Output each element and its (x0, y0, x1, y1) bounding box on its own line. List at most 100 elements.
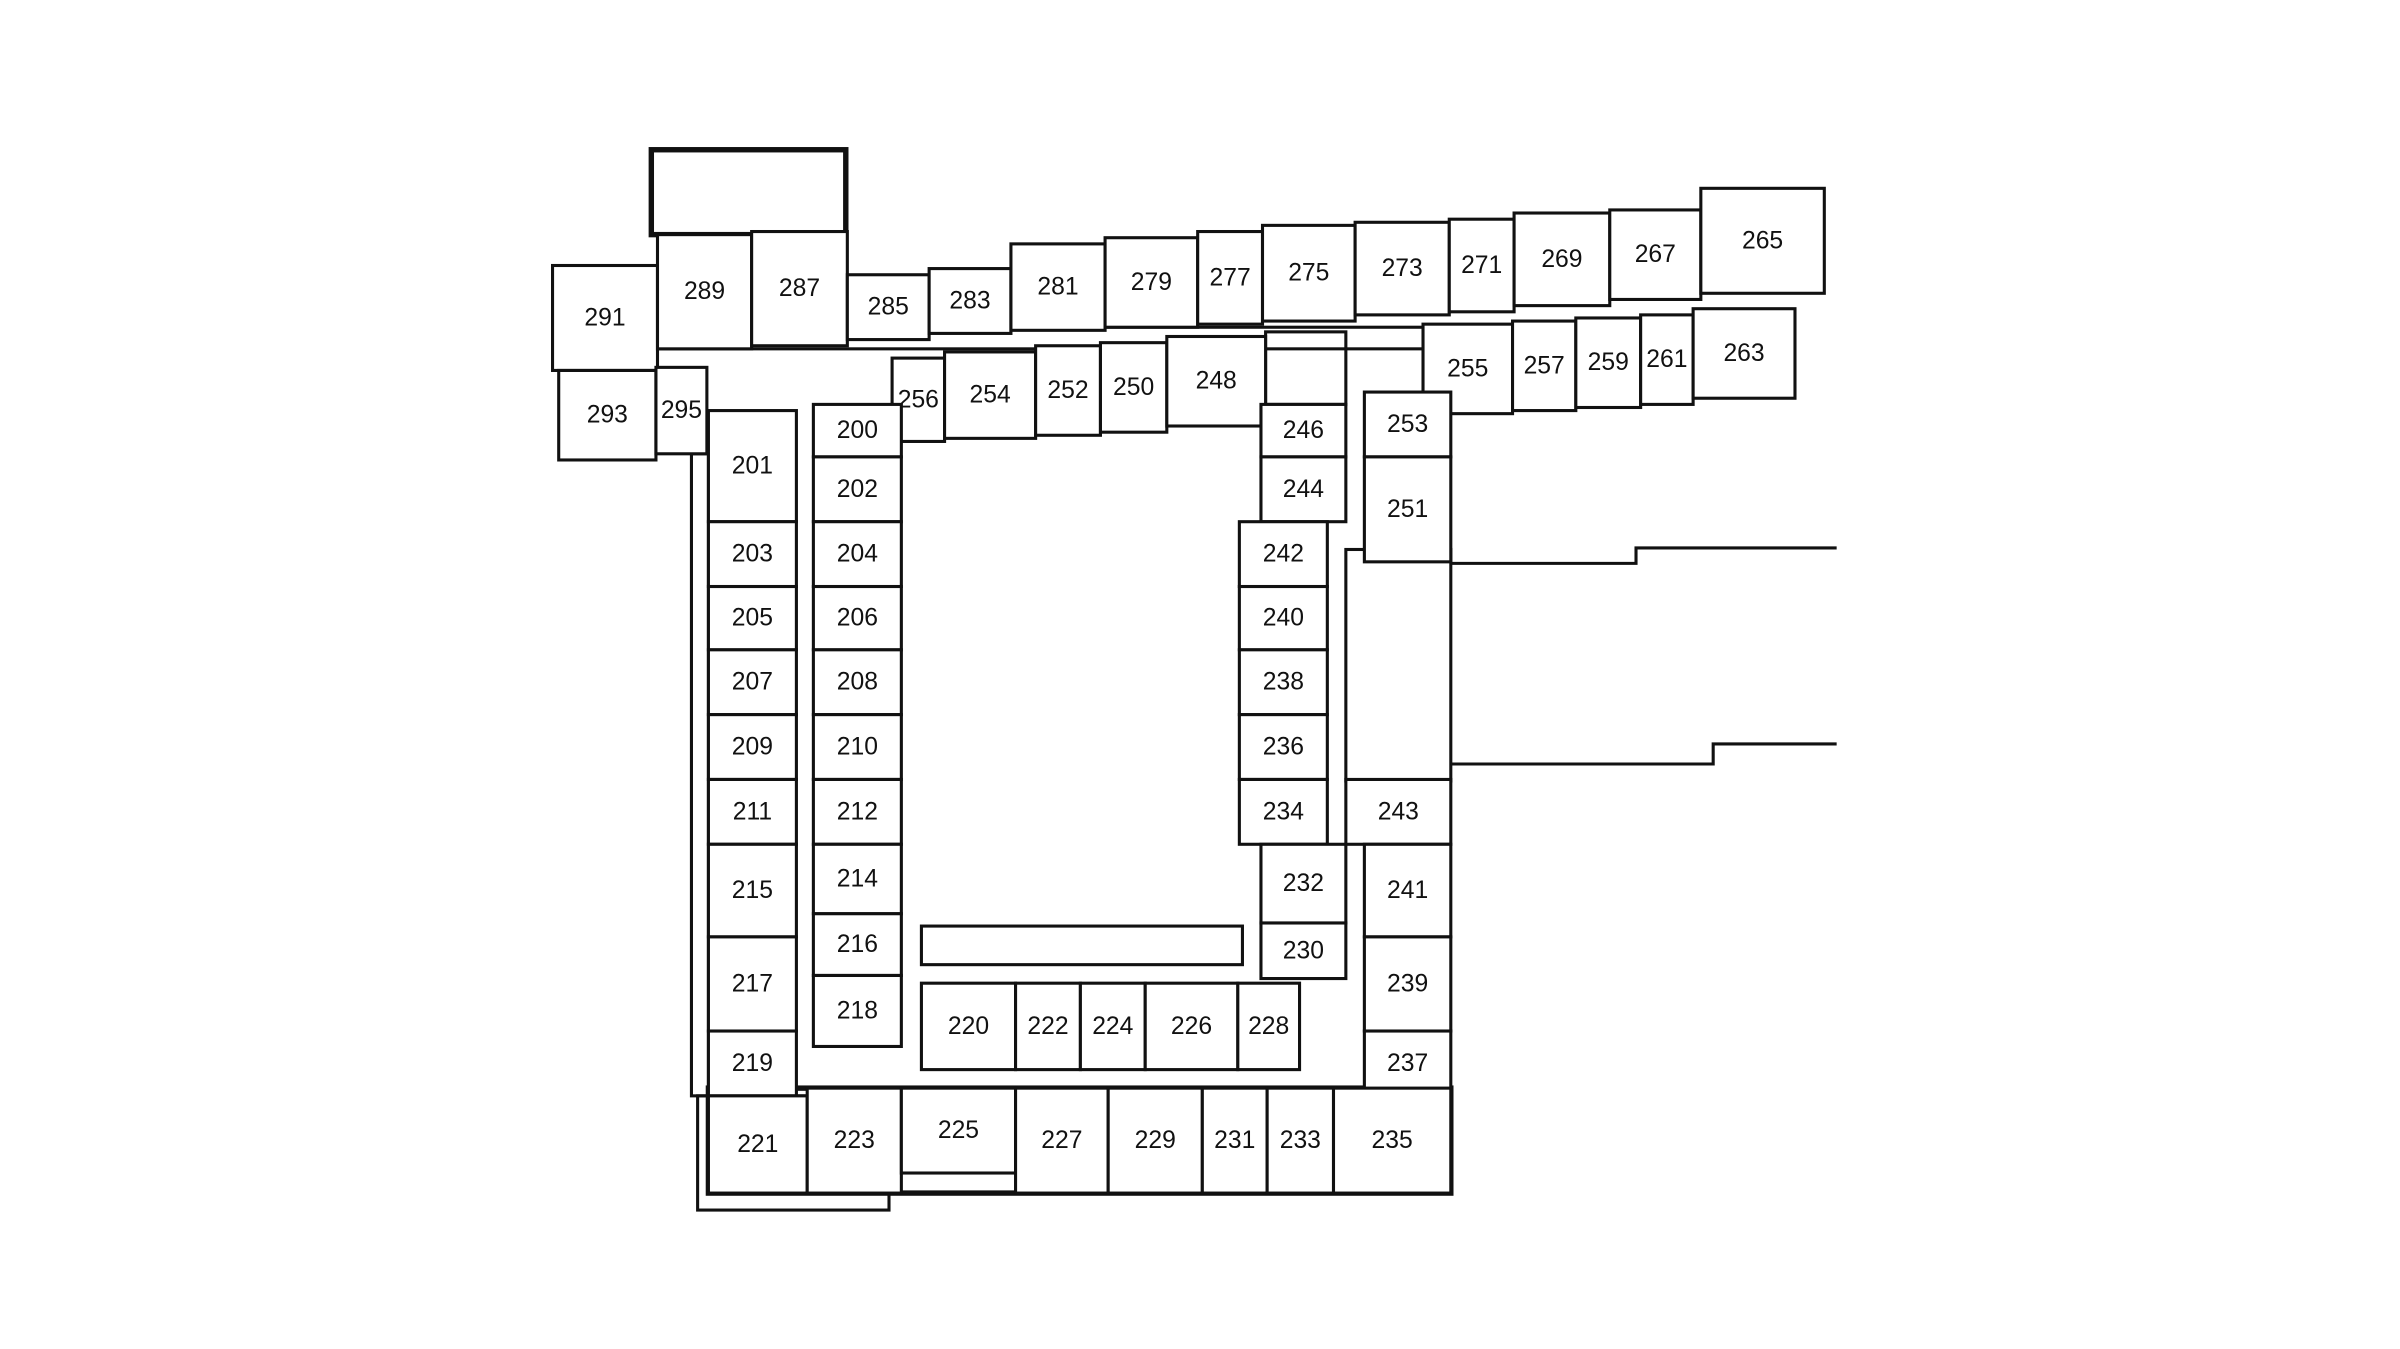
room-269[interactable]: 269 (1512, 211, 1612, 308)
room-206[interactable]: 206 (811, 584, 903, 652)
room-240[interactable]: 240 (1237, 584, 1329, 652)
room-number: 287 (779, 275, 820, 302)
room-211[interactable]: 211 (706, 777, 798, 846)
room-259[interactable]: 259 (1574, 316, 1643, 410)
room-239[interactable]: 239 (1362, 935, 1453, 1033)
room-outline (1237, 713, 1329, 781)
room-number: 204 (837, 541, 878, 568)
room-202[interactable]: 202 (811, 455, 903, 524)
room-231[interactable]: 231 (1200, 1086, 1269, 1195)
room-220[interactable]: 220 (919, 981, 1018, 1072)
room-254[interactable]: 254 (943, 350, 1038, 440)
room-207[interactable]: 207 (706, 648, 798, 717)
room-242[interactable]: 242 (1237, 520, 1329, 589)
room-number: 255 (1447, 355, 1488, 382)
room-244[interactable]: 244 (1259, 455, 1348, 524)
room-277[interactable]: 277 (1196, 229, 1265, 326)
room-267[interactable]: 267 (1608, 208, 1703, 301)
room-outline (1362, 455, 1453, 564)
room-outline (811, 402, 903, 459)
room-222[interactable]: 222 (1014, 981, 1082, 1072)
room-228[interactable]: 228 (1236, 981, 1302, 1072)
room-number: 271 (1461, 252, 1502, 279)
room-243[interactable]: 243 (1344, 777, 1453, 846)
room-295[interactable]: 295 (654, 365, 709, 456)
room-218[interactable]: 218 (811, 973, 903, 1049)
room-250[interactable]: 250 (1098, 341, 1169, 434)
room-275[interactable]: 275 (1260, 223, 1357, 323)
room-248[interactable]: 248 (1165, 334, 1268, 428)
room-209[interactable]: 209 (706, 713, 798, 781)
room-291[interactable]: 291 (550, 263, 660, 372)
room-number: 236 (1263, 734, 1304, 761)
room-217[interactable]: 217 (706, 935, 798, 1033)
room-246[interactable]: 246 (1259, 402, 1348, 459)
room-number: 265 (1742, 227, 1783, 254)
room-outline (706, 935, 798, 1033)
room-outline (1237, 520, 1329, 589)
room-outline (1014, 981, 1082, 1072)
room-outline (550, 263, 660, 372)
room-outline (919, 981, 1018, 1072)
room-219[interactable]: 219 (706, 1029, 798, 1098)
room-289[interactable]: 289 (655, 233, 754, 351)
room-number: 200 (837, 417, 878, 444)
room-261[interactable]: 261 (1639, 313, 1695, 406)
room-outline (706, 842, 798, 939)
room-200[interactable]: 200 (811, 402, 903, 459)
room-234[interactable]: 234 (1237, 777, 1329, 846)
room-233[interactable]: 233 (1265, 1086, 1336, 1195)
room-226[interactable]: 226 (1143, 981, 1240, 1072)
room-281[interactable]: 281 (1009, 242, 1107, 332)
room-number: 254 (969, 382, 1010, 409)
room-241[interactable]: 241 (1362, 842, 1453, 939)
room-227[interactable]: 227 (1014, 1086, 1110, 1195)
room-225[interactable]: 225 (899, 1086, 1018, 1175)
room-221[interactable]: 221 (706, 1094, 809, 1195)
room-235[interactable]: 235 (1331, 1086, 1453, 1195)
room-205[interactable]: 205 (706, 584, 798, 652)
room-265[interactable]: 265 (1699, 186, 1826, 295)
room-214[interactable]: 214 (811, 842, 903, 916)
room-236[interactable]: 236 (1237, 713, 1329, 781)
room-287[interactable]: 287 (750, 229, 849, 348)
room-204[interactable]: 204 (811, 520, 903, 589)
room-number: 223 (834, 1127, 875, 1154)
room-283[interactable]: 283 (927, 267, 1013, 335)
room-215[interactable]: 215 (706, 842, 798, 939)
room-224[interactable]: 224 (1078, 981, 1147, 1072)
room-223[interactable]: 223 (805, 1086, 903, 1195)
east-corridor (1344, 547, 1453, 783)
room-216[interactable]: 216 (811, 912, 903, 978)
room-number: 230 (1283, 937, 1324, 964)
room-number: 261 (1646, 346, 1687, 373)
room-number: 285 (868, 294, 909, 321)
room-outline (1353, 220, 1451, 317)
room-number: 218 (837, 997, 878, 1024)
room-263[interactable]: 263 (1691, 307, 1797, 400)
room-outline (811, 973, 903, 1049)
room-outline (1237, 777, 1329, 846)
room-279[interactable]: 279 (1103, 236, 1200, 329)
room-number: 251 (1387, 496, 1428, 523)
room-232[interactable]: 232 (1259, 842, 1348, 925)
room-210[interactable]: 210 (811, 713, 903, 781)
room-252[interactable]: 252 (1034, 344, 1102, 437)
room-271[interactable]: 271 (1447, 217, 1516, 314)
room-203[interactable]: 203 (706, 520, 798, 589)
room-285[interactable]: 285 (845, 273, 931, 342)
room-251[interactable]: 251 (1362, 455, 1453, 564)
room-outline (706, 520, 798, 589)
room-number: 232 (1283, 870, 1324, 897)
room-208[interactable]: 208 (811, 648, 903, 717)
room-230[interactable]: 230 (1259, 921, 1348, 981)
room-273[interactable]: 273 (1353, 220, 1451, 317)
room-229[interactable]: 229 (1106, 1086, 1204, 1195)
room-237[interactable]: 237 (1362, 1029, 1453, 1098)
room-293[interactable]: 293 (557, 368, 658, 462)
room-253[interactable]: 253 (1362, 390, 1453, 459)
room-238[interactable]: 238 (1237, 648, 1329, 717)
room-201[interactable]: 201 (706, 409, 798, 524)
room-257[interactable]: 257 (1510, 319, 1578, 413)
room-212[interactable]: 212 (811, 777, 903, 846)
